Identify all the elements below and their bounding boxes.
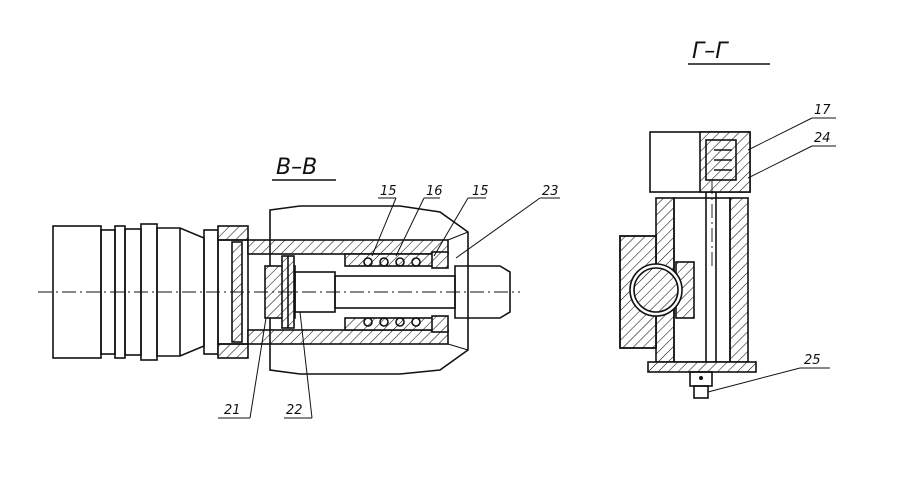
base-plate bbox=[647, 361, 757, 399]
callouts-left: 15 16 15 23 21 22 bbox=[218, 184, 560, 419]
bearing-assembly bbox=[344, 251, 449, 333]
callout-23: 23 bbox=[542, 184, 559, 199]
side-block bbox=[619, 235, 695, 349]
section-g-g-view: Г–Г bbox=[619, 39, 836, 399]
callout-17: 17 bbox=[814, 103, 831, 118]
top-block bbox=[649, 131, 751, 193]
callout-22: 22 bbox=[286, 403, 303, 418]
callout-15-left: 15 bbox=[380, 184, 397, 199]
section-g-g-title: Г–Г bbox=[692, 39, 729, 64]
callout-16: 16 bbox=[426, 184, 443, 199]
section-b-b-view: В–В bbox=[38, 155, 560, 419]
callouts-right: 17 24 25 bbox=[707, 103, 836, 393]
section-b-b-title: В–В bbox=[276, 155, 317, 180]
callout-24: 24 bbox=[814, 131, 831, 146]
callout-15-right: 15 bbox=[472, 184, 489, 199]
callout-21: 21 bbox=[224, 403, 241, 418]
callout-25: 25 bbox=[804, 353, 821, 368]
